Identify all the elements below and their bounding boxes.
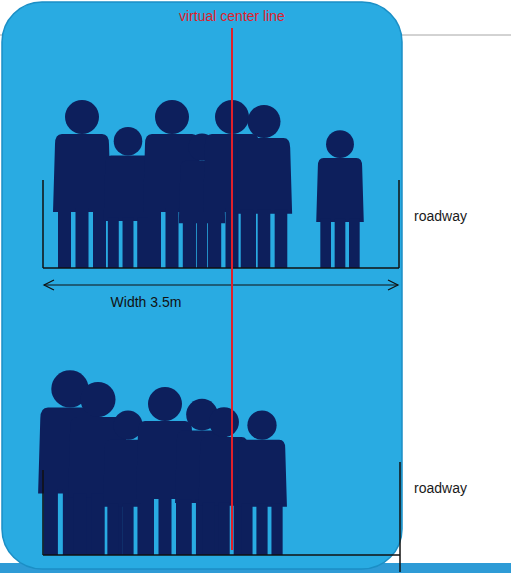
crowd-top	[53, 100, 364, 268]
panel	[2, 2, 402, 569]
roadway-top	[43, 180, 399, 268]
roadway-label: roadway	[414, 208, 467, 224]
roadway-label: roadway	[414, 480, 467, 496]
crowd-bottom	[38, 370, 287, 555]
center-line	[231, 28, 233, 550]
width-arrow	[44, 280, 398, 290]
roadway-bottom	[43, 462, 400, 572]
dimension-label: Width 3.5m	[111, 294, 182, 310]
center-line-label: virtual center line	[179, 8, 285, 24]
